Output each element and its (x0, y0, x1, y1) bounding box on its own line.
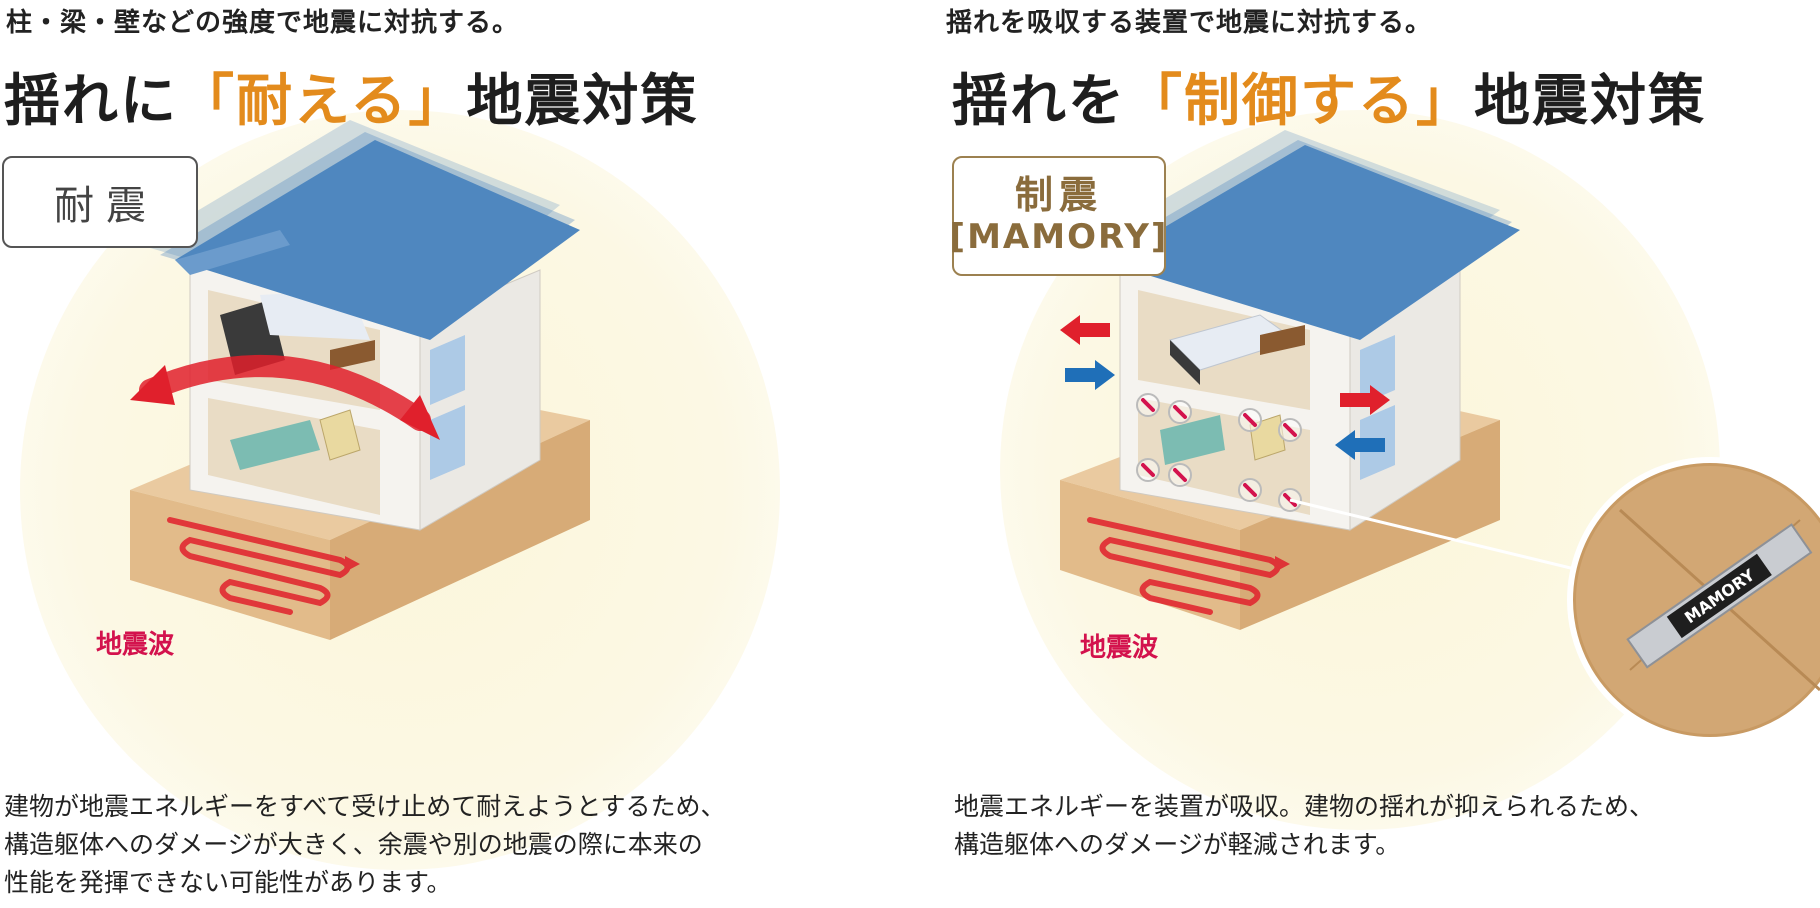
left-title: 揺れに「耐える」地震対策 (4, 56, 698, 137)
description-line: 建物が地震エネルギーをすべて受け止めて耐えようとするため、 (4, 792, 726, 821)
right-house-illustration: MAMORY (1060, 130, 1820, 743)
arrow-red-left (1060, 315, 1110, 345)
description-line: 地震エネルギーを装置が吸収。建物の揺れが抑えられるため、 (954, 792, 1655, 821)
arrow-blue-left (1335, 430, 1385, 460)
left-house-illustration (130, 120, 590, 640)
seismic-resistance-badge: 耐震 (2, 156, 198, 248)
shake-arrow (130, 355, 440, 440)
right-title-post: 地震対策 (1474, 69, 1706, 134)
description-line: 性能を発揮できない可能性があります。 (4, 868, 452, 897)
left-title-post: 地震対策 (466, 69, 699, 134)
description-line: 構造躯体へのダメージが軽減されます。 (954, 830, 1401, 859)
mamory-device-inset: MAMORY (1567, 457, 1820, 743)
right-panel-vibration-control: 揺れを吸収する装置で地震に対抗する。 揺れを「制御する」地震対策 (940, 0, 1820, 908)
badge-sublabel: [MAMORY] (949, 216, 1169, 257)
inset-connector (1289, 498, 1621, 582)
left-description: 建物が地震エネルギーをすべて受け止めて耐えようとするため、 構造躯体へのダメージ… (4, 788, 726, 902)
left-title-accent: 「耐える」 (178, 69, 467, 134)
right-description: 地震エネルギーを装置が吸収。建物の揺れが抑えられるため、 構造躯体へのダメージが… (954, 788, 1654, 864)
right-title-pre: 揺れを (952, 69, 1126, 134)
seismic-wave (167, 517, 360, 615)
roof (140, 120, 580, 340)
right-subtitle: 揺れを吸収する装置で地震に対抗する。 (946, 8, 1433, 38)
right-title-accent: 「制御する」 (1126, 69, 1474, 134)
description-line: 構造躯体へのダメージが大きく、余震や別の地震の際に本来の (4, 830, 703, 859)
seismic-wave (1087, 517, 1290, 615)
vibration-control-badge: 制震 [MAMORY] (949, 156, 1169, 276)
arrow-red-right (1340, 385, 1390, 415)
right-title: 揺れを「制御する」地震対策 (952, 56, 1706, 137)
left-title-pre: 揺れに (4, 69, 178, 134)
roof (1075, 130, 1520, 340)
wave-label: 地震波 (1080, 633, 1159, 663)
left-subtitle: 柱・梁・壁などの強度で地震に対抗する。 (6, 8, 520, 38)
badge-label: 耐震 (54, 183, 158, 229)
sway-arrows (1060, 315, 1390, 460)
wave-label: 地震波 (96, 630, 175, 660)
house-body (1119, 239, 1461, 531)
arrow-blue-right (1065, 360, 1115, 390)
left-panel-seismic-resistance: 柱・梁・壁などの強度で地震に対抗する。 揺れに「耐える」地震対策 (0, 0, 900, 908)
badge-label: 制震 (1014, 172, 1103, 217)
